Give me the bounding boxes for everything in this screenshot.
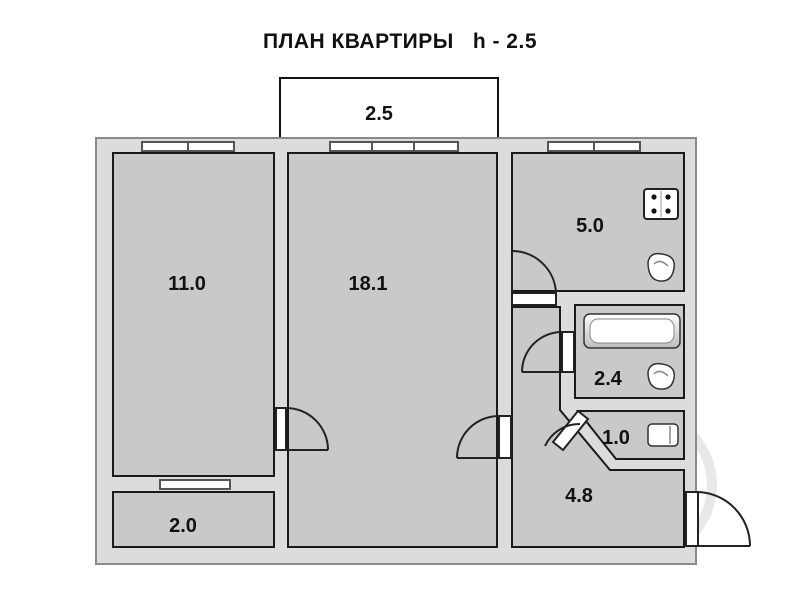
window-storage (159, 479, 231, 490)
plan-title: ПЛАН КВАРТИРЫ h - 2.5 (263, 30, 537, 53)
balcony-area-label: 2.5 (365, 103, 393, 125)
room-storage-area: 2.0 (169, 515, 197, 537)
door-bedroom (275, 407, 329, 451)
windows (141, 141, 641, 490)
room-storage (112, 491, 275, 548)
room-bedroom-area: 11.0 (168, 273, 206, 295)
room-living (287, 152, 498, 548)
door-toilet (544, 409, 590, 452)
room-toilet-area: 1.0 (602, 427, 630, 449)
room-kitchen-area: 5.0 (576, 215, 604, 237)
door-living (456, 415, 512, 459)
room-bathroom-area: 2.4 (594, 368, 623, 390)
stove-icon (643, 188, 679, 220)
door-bathroom (521, 331, 575, 373)
door-entrance (685, 491, 751, 547)
room-hallway-area: 4.8 (565, 485, 593, 507)
toilet-icon (647, 423, 679, 447)
room-toilet (575, 410, 685, 460)
sink-icon (647, 252, 675, 282)
room-living-area: 18.1 (349, 273, 388, 295)
door-kitchen (511, 249, 557, 306)
bathtub-icon (583, 313, 681, 349)
washbasin-icon (647, 362, 675, 390)
window-living (329, 141, 459, 152)
balcony (279, 77, 499, 139)
room-hallway (511, 306, 685, 548)
doors (275, 249, 751, 547)
room-bedroom (112, 152, 275, 477)
